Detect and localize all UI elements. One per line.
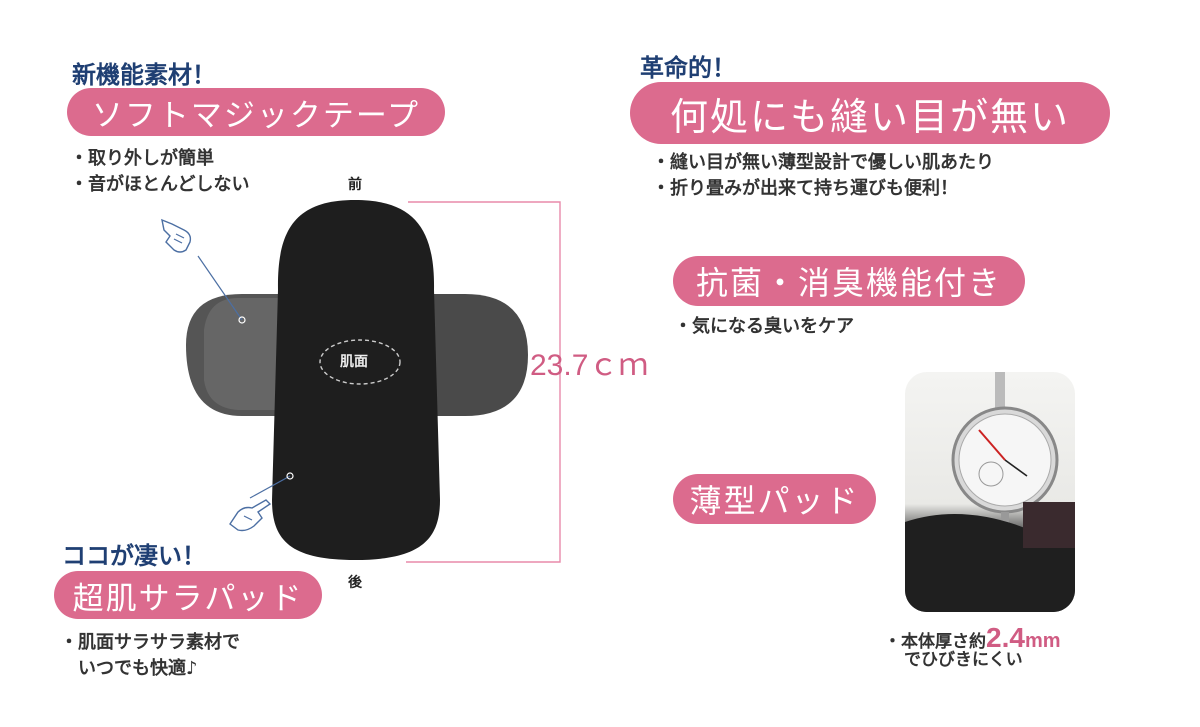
thickness-unit: mm [1024, 630, 1061, 652]
dial-gauge-icon [905, 372, 1075, 612]
seamless-kicker: 革命的！ [640, 53, 736, 82]
skin-pad-pill: 超肌サラパッド [54, 571, 322, 619]
antibacterial-bullet: ・気になる臭いをケア [674, 316, 854, 337]
skin-pad-bullet-1: ・肌面サラサラ素材で [60, 632, 240, 653]
seamless-bullet-2: ・折り畳みが出来て持ち運びも便利！ [652, 178, 958, 199]
pad-body [272, 200, 440, 560]
pad-diagram [186, 200, 561, 563]
pointing-hand-icon-2 [229, 499, 272, 532]
length-measurement: 23.7ｃｍ [530, 349, 649, 382]
thickness-gauge-photo [905, 372, 1075, 612]
back-label: 後 [348, 575, 362, 591]
magic-tape-bullet-2: ・音がほとんどしない [70, 174, 250, 195]
magic-tape-kicker: 新機能素材！ [72, 60, 216, 89]
skin-side-label: 肌面 [340, 354, 368, 370]
magic-tape-bullet-1: ・取り外しが簡単 [70, 148, 214, 169]
seamless-pill: 何処にも縫い目が無い [630, 82, 1110, 144]
pointing-hand-icon [161, 218, 192, 253]
left-wing-tape [204, 298, 282, 410]
thickness-caption-line2: でひびきにくい [904, 650, 1023, 670]
right-wing [420, 294, 528, 416]
seamless-bullet-1: ・縫い目が無い薄型設計で優しい肌あたり [652, 152, 994, 173]
skin-pad-bullet-2: いつでも快適♪ [78, 658, 198, 679]
thickness-caption: ・本体厚さ約2.4mm [884, 622, 1061, 655]
antibacterial-pill: 抗菌・消臭機能付き [673, 256, 1025, 306]
skin-area-outline [319, 339, 401, 385]
front-label: 前 [348, 177, 362, 193]
skin-pad-kicker: ココが凄い！ [62, 541, 206, 570]
thin-pad-pill: 薄型パッド [673, 474, 876, 524]
magic-tape-pill: ソフトマジックテープ [67, 88, 445, 136]
thickness-prefix: ・本体厚さ約 [884, 632, 986, 652]
thickness-value: 2.4 [986, 622, 1025, 653]
length-measure-line [406, 201, 561, 563]
